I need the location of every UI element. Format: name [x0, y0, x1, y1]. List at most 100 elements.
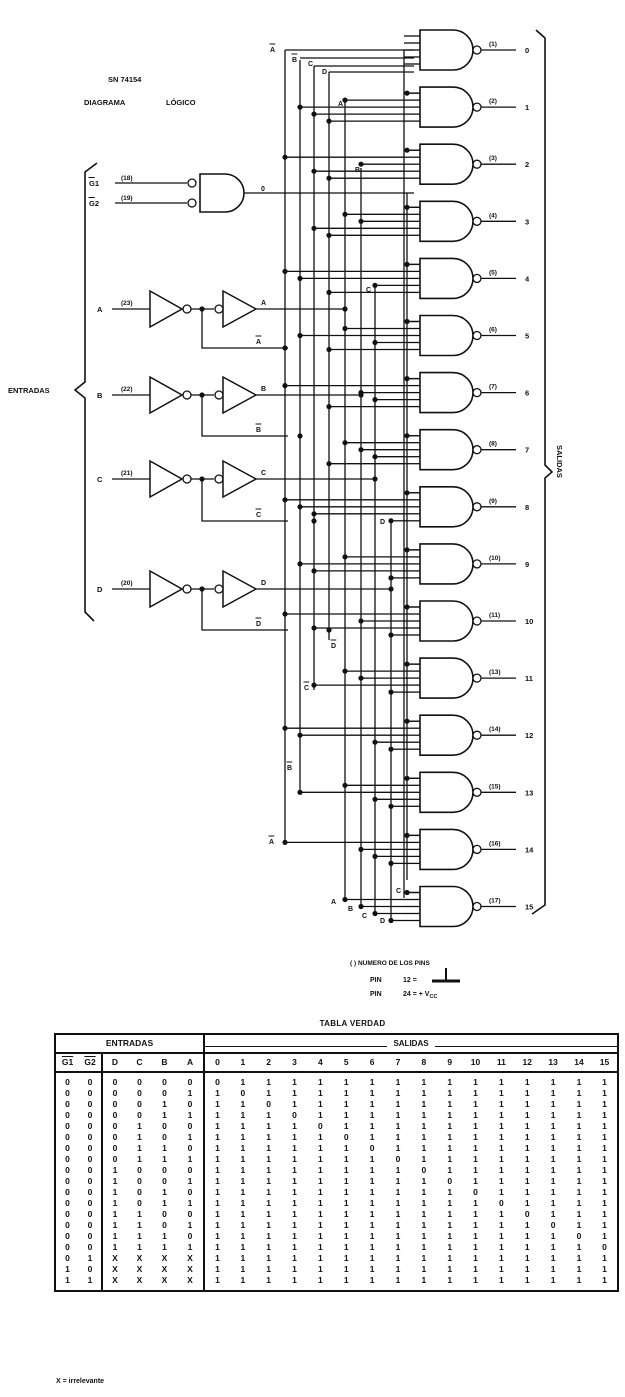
- output-pin-label-5: (6): [489, 327, 497, 334]
- table-cell: 1: [395, 1253, 401, 1263]
- table-cell: 1: [292, 1253, 297, 1263]
- truth-table-footnote: X = irrelevante: [56, 1378, 105, 1385]
- table-cell: 1: [137, 1242, 142, 1252]
- table-cell: 1: [240, 1242, 246, 1252]
- table-cell: 1: [343, 1077, 349, 1087]
- junction-dot: [404, 832, 410, 839]
- table-cell: 1: [499, 1220, 504, 1230]
- junction-dot: [358, 675, 364, 681]
- table-cell: 1: [550, 1143, 556, 1153]
- table-cell: 1: [447, 1165, 453, 1175]
- table-cell: 1: [524, 1242, 530, 1252]
- junction-dot: [311, 518, 317, 524]
- table-cell: 1: [292, 1176, 297, 1186]
- table-cell: 1: [421, 1253, 427, 1263]
- table-cell: 0: [112, 1099, 118, 1109]
- enable-gate-output-label: 0: [261, 186, 265, 193]
- wiring: [112, 35, 516, 922]
- table-cell: 1: [215, 1187, 220, 1197]
- column-header-output-3: 3: [281, 1053, 308, 1073]
- output-pin-label-13: (15): [489, 783, 501, 790]
- junction-dot: [297, 104, 303, 110]
- junction-dot: [372, 853, 378, 860]
- column-header-output-6: 6: [359, 1053, 386, 1073]
- table-cell: 0: [499, 1198, 504, 1208]
- table-cell: 1: [318, 1187, 323, 1197]
- inverted-label-d: D: [256, 621, 261, 628]
- junction-dot: [404, 718, 410, 724]
- table-cell: 1: [240, 1231, 246, 1241]
- table-cell: 1: [447, 1132, 453, 1142]
- junctions: [199, 90, 410, 924]
- inversion-bubble: [472, 45, 482, 55]
- bus-label-c-inv-mid: C: [304, 685, 309, 692]
- table-cell: 0: [54, 1242, 79, 1253]
- inverter-c: [149, 459, 184, 499]
- table-cell: 0: [137, 1176, 142, 1186]
- table-cell: 0: [177, 1099, 206, 1110]
- output-label-0: 0: [525, 46, 529, 55]
- table-cell: 0: [54, 1165, 79, 1176]
- table-cell: 0: [162, 1088, 167, 1098]
- table-cell: X: [102, 1275, 127, 1292]
- table-cell: 1: [421, 1220, 427, 1230]
- table-cell: 1: [215, 1220, 220, 1230]
- table-cell: 1: [369, 1242, 375, 1252]
- table-cell: 0: [79, 1242, 103, 1253]
- table-cell: 1: [112, 1209, 118, 1219]
- bus-label-d-inv-mid: D: [331, 643, 336, 650]
- table-cell: 0: [79, 1264, 103, 1275]
- output-label-2: 2: [525, 160, 529, 169]
- table-cell: 1: [473, 1242, 478, 1252]
- buffer-output-label-d: D: [261, 580, 266, 587]
- table-cell: 0: [137, 1110, 142, 1120]
- table-cell: 1: [576, 1143, 582, 1153]
- table-cell: 1: [473, 1132, 478, 1142]
- table-cell: 1: [112, 1198, 118, 1208]
- table-cell: 1: [473, 1154, 478, 1164]
- table-cell: 1: [436, 1275, 463, 1292]
- table-cell: 1: [524, 1099, 530, 1109]
- output-pin-label-3: (4): [489, 212, 497, 219]
- table-cell: 1: [576, 1187, 582, 1197]
- inversion-bubble: [472, 673, 482, 683]
- table-cell: 1: [591, 1099, 620, 1110]
- table-cell: 1: [215, 1176, 220, 1186]
- input-label-a: A: [97, 305, 103, 314]
- table-cell: 1: [255, 1275, 282, 1292]
- table-cell: 1: [177, 1176, 206, 1187]
- table-cell: X: [161, 1264, 168, 1274]
- inputs-brace: [73, 162, 98, 622]
- table-cell: 0: [421, 1165, 427, 1175]
- table-cell: 1: [215, 1209, 220, 1219]
- table-cell: 0: [162, 1220, 167, 1230]
- table-cell: 1: [137, 1209, 142, 1219]
- table-cell: 1: [318, 1209, 323, 1219]
- junction-dot: [388, 917, 394, 924]
- table-cell: 0: [591, 1242, 620, 1253]
- table-cell: 0: [162, 1176, 167, 1186]
- table-cell: 1: [54, 1275, 79, 1292]
- logic-diagram: SN 74154 DIAGRAMA LÓGICO ENTRADAS SALIDA…: [8, 29, 564, 1000]
- table-cell: 1: [137, 1154, 142, 1164]
- table-cell: 1: [240, 1154, 246, 1164]
- table-cell: 1: [215, 1088, 220, 1098]
- table-cell: 1: [177, 1088, 206, 1099]
- table-cell: 1: [447, 1088, 453, 1098]
- table-cell: 1: [550, 1077, 556, 1087]
- junction-dot: [297, 732, 303, 738]
- junction-dot: [404, 433, 410, 439]
- table-cell: 1: [499, 1209, 504, 1219]
- junction-dot: [372, 910, 378, 917]
- table-cell: 1: [318, 1154, 323, 1164]
- table-cell: 0: [79, 1099, 103, 1110]
- table-cell: 1: [473, 1198, 478, 1208]
- table-cell: 0: [162, 1077, 167, 1087]
- table-cell: 1: [369, 1220, 375, 1230]
- table-cell: 1: [421, 1187, 427, 1197]
- enable-input-label-g2: G2: [89, 199, 99, 208]
- table-cell: 1: [524, 1253, 530, 1263]
- table-cell: 0: [177, 1072, 206, 1088]
